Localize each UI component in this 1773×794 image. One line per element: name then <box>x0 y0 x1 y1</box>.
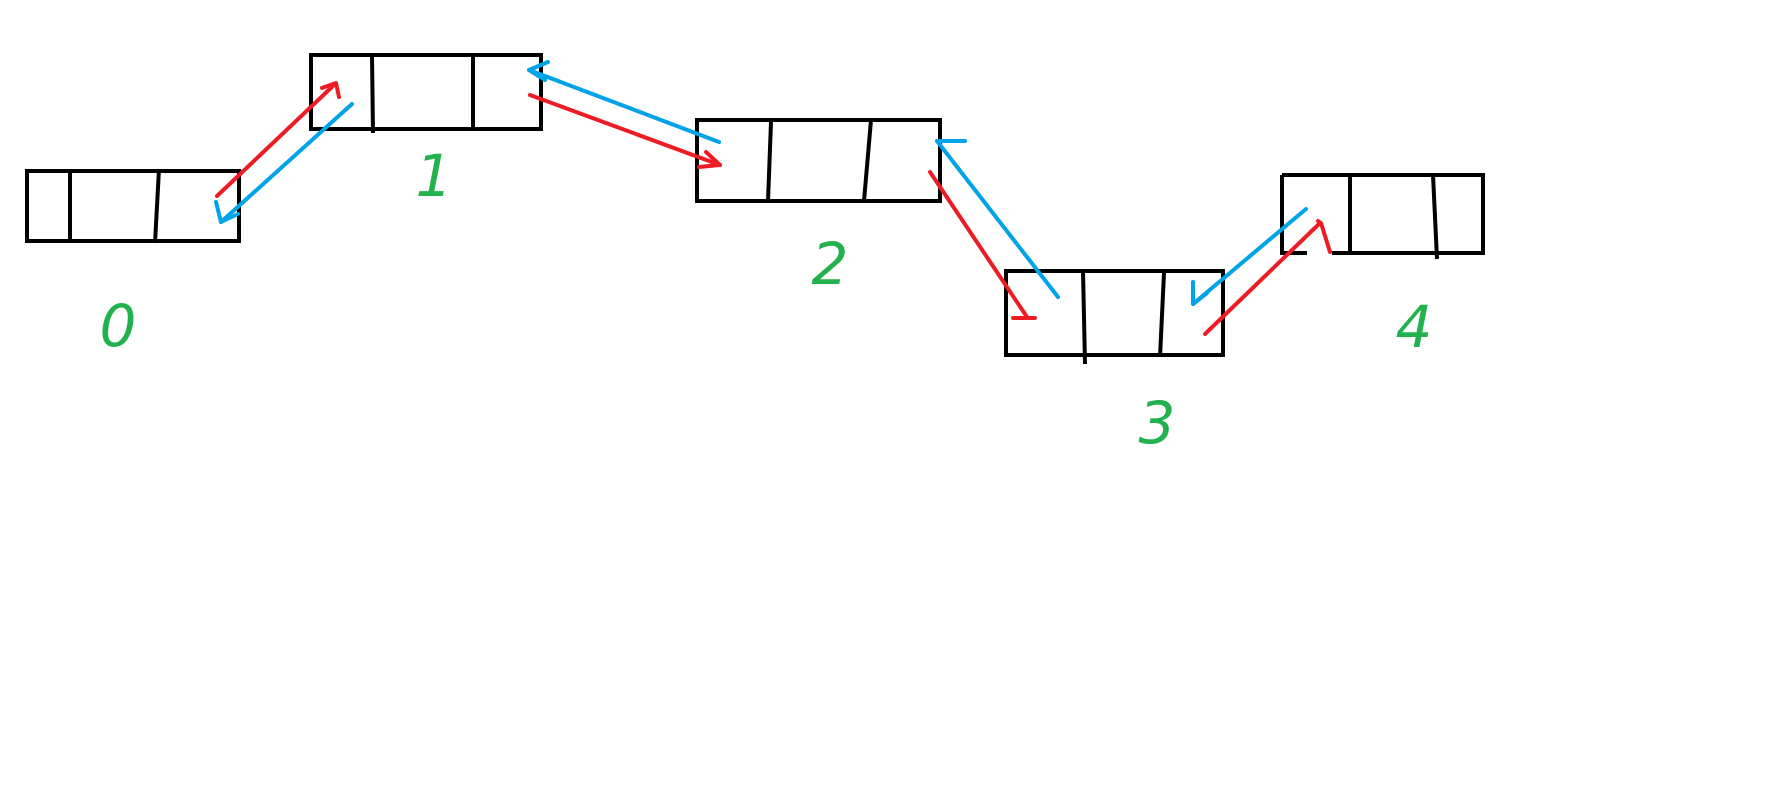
next-arrow-3-to-4-head <box>1316 219 1332 254</box>
prev-arrow-4-to-3-shaft <box>1191 207 1308 306</box>
node-2-label: 2 <box>812 230 849 298</box>
next-arrow-0-to-1-head <box>320 81 341 99</box>
prev-arrow-4-to-3 <box>1191 207 1308 306</box>
node-1-box <box>309 53 543 131</box>
node-4-box <box>1280 173 1485 255</box>
prev-arrow-2-to-1-shaft <box>527 68 721 144</box>
next-arrow-2-to-3 <box>928 170 1037 320</box>
node-3-box <box>1004 269 1225 357</box>
node-4-label: 4 <box>1396 293 1433 361</box>
node-0-box <box>25 169 241 243</box>
next-arrow-0-to-1 <box>215 81 341 198</box>
next-arrow-1-to-2-shaft <box>528 93 722 167</box>
next-arrow-1-to-2 <box>528 93 722 169</box>
prev-arrow-2-to-1-head <box>527 60 550 82</box>
node-3-divider-1 <box>1081 270 1087 365</box>
node-1-divider-1 <box>370 54 375 134</box>
node-3: 3 <box>1004 269 1225 457</box>
next-arrow-1-to-2-head <box>697 150 722 169</box>
next-arrow-3-to-4-shaft <box>1203 221 1322 336</box>
node-3-label: 3 <box>1139 389 1176 457</box>
node-0-label: 0 <box>100 292 137 360</box>
node-1-label: 1 <box>416 142 453 210</box>
node-2-box <box>695 118 942 203</box>
next-arrow-0-to-1-shaft <box>215 83 336 198</box>
prev-arrow-2-to-1 <box>527 60 721 144</box>
prev-arrow-3-to-2-shaft <box>935 139 1060 299</box>
node-4: 4 <box>1280 173 1485 361</box>
node-2: 2 <box>695 118 942 298</box>
node-3-divider-2 <box>1158 272 1166 358</box>
prev-arrow-1-to-0-shaft <box>219 102 354 224</box>
node-0: 0 <box>25 168 241 360</box>
node-4-divider-2 <box>1431 174 1439 260</box>
prev-arrow-1-to-0-head <box>214 200 240 224</box>
prev-arrow-1-to-0 <box>214 102 354 224</box>
next-arrow-2-to-3-shaft <box>928 170 1029 319</box>
node-2-divider-2 <box>862 119 873 202</box>
node-2-divider-1 <box>766 121 773 202</box>
node-0-divider-2 <box>153 168 161 244</box>
next-arrow-3-to-4 <box>1203 219 1332 336</box>
prev-arrow-3-to-2 <box>935 139 1060 299</box>
node-1: 1 <box>309 53 543 210</box>
prev-arrow-4-to-3-head <box>1191 280 1209 306</box>
